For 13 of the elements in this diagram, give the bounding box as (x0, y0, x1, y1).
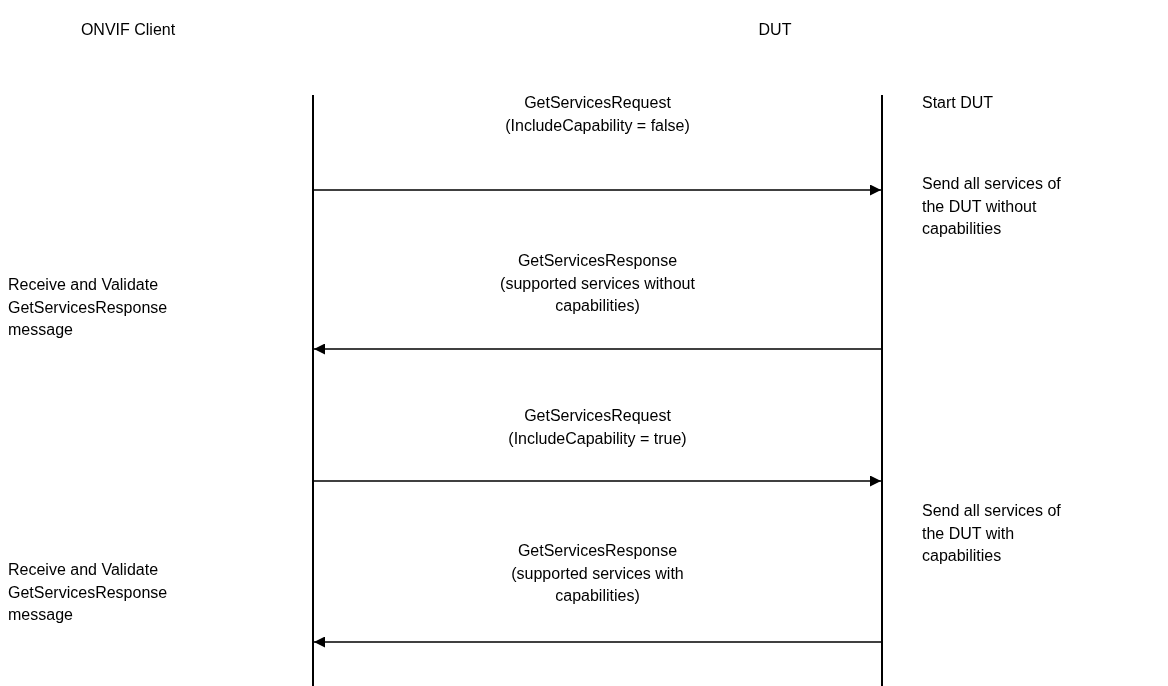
note-text: Receive and Validate GetServicesResponse message (8, 560, 169, 625)
lifeline-header: DUT (735, 19, 815, 42)
note-text: Start DUT (922, 93, 995, 113)
note-text: Send all services of the DUT with capabilities (922, 501, 1062, 566)
note-text: Send all services of the DUT without capabilities (922, 174, 1062, 239)
arrow (313, 184, 882, 196)
arrow (313, 475, 882, 487)
lifeline (312, 95, 314, 686)
note-text: Receive and Validate GetServicesResponse message (8, 275, 169, 340)
arrow (313, 636, 882, 648)
lifeline-header: ONVIF Client (28, 19, 228, 42)
arrow (313, 343, 882, 355)
lifeline (881, 95, 883, 686)
